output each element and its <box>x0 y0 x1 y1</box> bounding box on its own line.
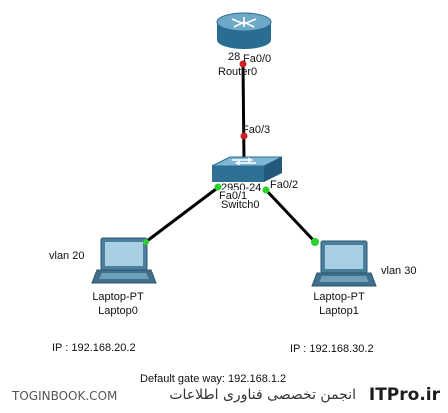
laptop1-model-label: Laptop-PT <box>313 291 365 303</box>
switch-icon[interactable] <box>211 156 283 182</box>
laptop1-icon[interactable] <box>311 240 377 287</box>
link-status-switch-fa0-2 <box>262 186 270 194</box>
laptop0-ip-label: IP : 192.168.20.2 <box>52 342 136 354</box>
watermark-left-text: TOGINBOOK.COM <box>12 389 118 403</box>
laptop1-vlan-label: vlan 30 <box>381 265 417 277</box>
laptop0-name-label: Laptop0 <box>98 305 138 317</box>
laptop1-name-label: Laptop1 <box>319 305 359 317</box>
link-status-switch-fa0-1 <box>214 183 222 191</box>
laptop0-model-label: Laptop-PT <box>92 291 144 303</box>
laptop0-icon[interactable] <box>91 237 157 284</box>
link-status-router-fa0-0 <box>239 60 247 68</box>
link-status-switch-fa0-3 <box>240 132 248 140</box>
watermark-site-text: ITPro.ir <box>368 385 440 405</box>
router-model-label: 28 <box>228 51 241 63</box>
watermark: TOGINBOOK.COM انجمن تخصصی فناوری اطلاعات… <box>12 385 448 409</box>
router-name-label: Router0 <box>218 66 258 78</box>
watermark-persian-text: انجمن تخصصی فناوری اطلاعات <box>169 387 356 403</box>
link-status-laptop1 <box>311 238 319 246</box>
cable-switch-laptop0 <box>142 184 221 246</box>
switch-name-label: Switch0 <box>221 199 260 211</box>
cable-router-switch <box>241 61 246 163</box>
router-port-fa0-0-label: Fa0/0 <box>243 53 272 65</box>
router-icon[interactable] <box>216 12 272 49</box>
laptop1-ip-label: IP : 192.168.30.2 <box>290 343 374 355</box>
laptop0-vlan-label: vlan 20 <box>49 250 85 262</box>
default-gateway-label: Default gate way: 192.168.1.2 <box>140 373 287 385</box>
switch-port-fa0-1-label: Fa0/1 <box>219 190 248 203</box>
switch-port-fa0-2-label: Fa0/2 <box>270 179 299 192</box>
link-status-laptop0 <box>143 239 149 245</box>
switch-port-fa0-3-label: Fa0/3 <box>242 124 271 136</box>
cable-switch-laptop1 <box>264 188 318 245</box>
